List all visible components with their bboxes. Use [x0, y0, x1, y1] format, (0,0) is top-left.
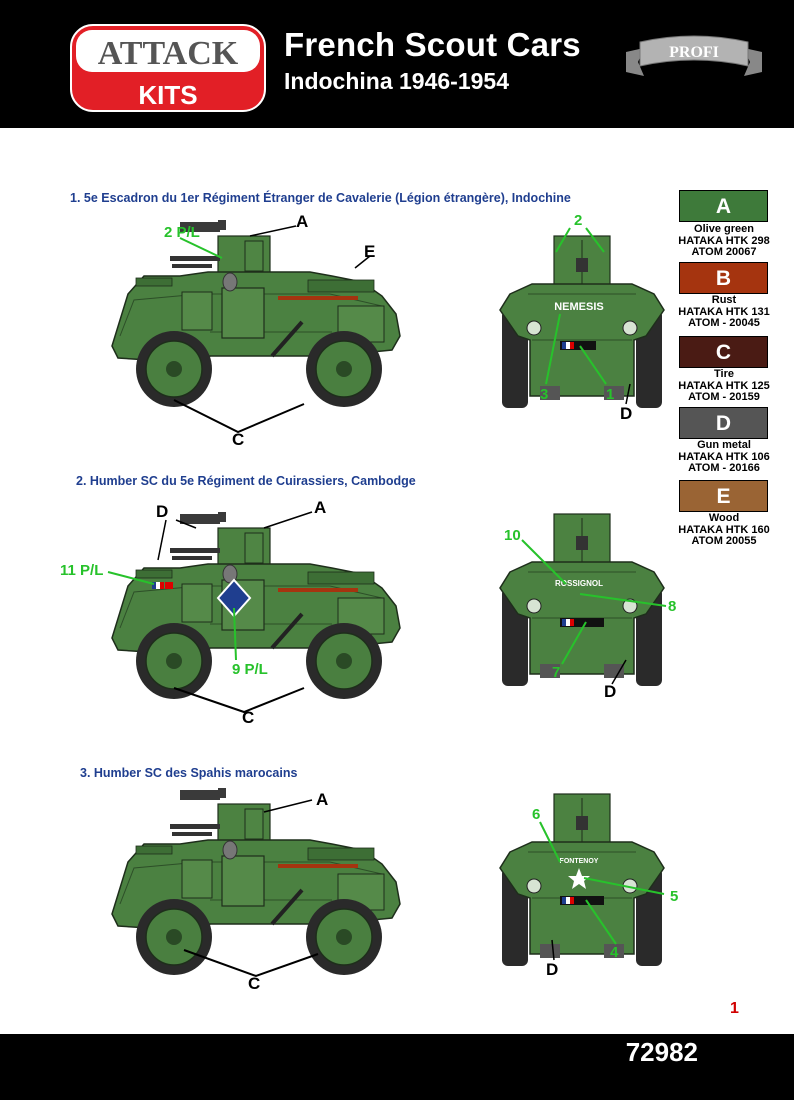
- s1-callout-c: C: [232, 430, 245, 449]
- s2-decal-11pl: 11 P/L: [60, 562, 104, 579]
- paint-e-hataka: HATAKA HTK 160: [678, 523, 770, 536]
- s2-front-7: 7: [552, 664, 561, 681]
- paint-a-name: Olive green: [694, 223, 754, 235]
- paint-c-name: Tire: [714, 368, 734, 380]
- page-number: 1: [730, 1000, 739, 1017]
- s3-front-4: 4: [610, 944, 619, 961]
- paint-a-atom: ATOM 20067: [691, 246, 757, 258]
- paint-swatch-c: C: [679, 336, 768, 368]
- s3-callout-c: C: [248, 974, 261, 993]
- s2-plate-name: ROSSIGNOL: [555, 579, 603, 588]
- s1-callout-e: E: [364, 242, 376, 261]
- s2-callout-d: D: [156, 502, 169, 521]
- paint-b-atom: ATOM - 20045: [688, 317, 760, 329]
- paint-c-atom: ATOM - 20159: [688, 391, 760, 403]
- s1-decal-2pl: 2 P/L: [164, 224, 200, 241]
- paint-d-hataka: HATAKA HTK 106: [678, 450, 770, 463]
- paint-swatch-e: E: [679, 480, 768, 512]
- s1-front-d: D: [620, 404, 633, 423]
- paint-swatch-a: A: [679, 190, 768, 222]
- s2-callout-a: A: [314, 498, 327, 517]
- paint-e-atom: ATOM 20055: [691, 535, 757, 547]
- s3-plate-name: FONTENOY: [560, 858, 599, 865]
- paint-swatch-b: B: [679, 262, 768, 294]
- paint-d-atom: ATOM - 20166: [688, 462, 760, 474]
- paint-swatch-d: D: [679, 407, 768, 439]
- paint-info-d: Gun metal HATAKA HTK 106 ATOM - 20166: [660, 439, 788, 475]
- s2-callout-c: C: [242, 708, 255, 727]
- s3-front-d: D: [546, 960, 559, 979]
- scheme-3-heading: 3. Humber SC des Spahis marocains: [80, 766, 298, 780]
- footer-bar: [0, 1034, 794, 1100]
- page-title: French Scout Cars: [284, 26, 581, 63]
- ribbon-text: PROFI: [669, 44, 719, 61]
- s2-decal-9pl: 9 P/L: [232, 661, 268, 678]
- page-subtitle: Indochina 1946-1954: [284, 68, 509, 94]
- s1-front-2: 2: [574, 212, 583, 229]
- s1-plate-name: NEMESIS: [554, 301, 604, 313]
- paint-c-hataka: HATAKA HTK 125: [678, 379, 770, 392]
- scheme-1-heading: 1. 5e Escadron du 1er Régiment Étranger …: [70, 191, 571, 205]
- paint-e-name: Wood: [708, 512, 740, 524]
- s3-callout-a: A: [316, 790, 329, 809]
- paint-info-c: Tire HATAKA HTK 125 ATOM - 20159: [660, 368, 788, 404]
- scheme-2-heading: 2. Humber SC du 5e Régiment de Cuirassie…: [76, 474, 416, 488]
- profi-ribbon: PROFI: [626, 35, 762, 76]
- product-code: 72982: [625, 1037, 698, 1067]
- paint-info-e: Wood HATAKA HTK 160 ATOM 20055: [660, 512, 788, 548]
- paint-d-name: Gun metal: [697, 439, 751, 451]
- paint-info-a: Olive green HATAKA HTK 298 ATOM 20067: [660, 223, 788, 259]
- attack-kits-logo: ATTACK KITS: [70, 24, 266, 112]
- s1-front-3: 3: [540, 386, 549, 403]
- s2-front-8: 8: [668, 598, 677, 615]
- s3-front-5: 5: [670, 888, 679, 905]
- s1-callout-a: A: [296, 212, 309, 231]
- s3-front-6: 6: [532, 806, 541, 823]
- paint-b-name: Rust: [711, 294, 737, 306]
- paint-b-hataka: HATAKA HTK 131: [678, 305, 770, 318]
- s2-front-10: 10: [504, 527, 521, 544]
- logo-top-text: ATTACK: [98, 35, 239, 72]
- paint-info-b: Rust HATAKA HTK 131 ATOM - 20045: [660, 294, 788, 330]
- s2-front-d: D: [604, 682, 617, 701]
- logo-bottom-text: KITS: [138, 80, 197, 110]
- paint-a-hataka: HATAKA HTK 298: [678, 234, 770, 247]
- s1-front-1: 1: [606, 386, 615, 403]
